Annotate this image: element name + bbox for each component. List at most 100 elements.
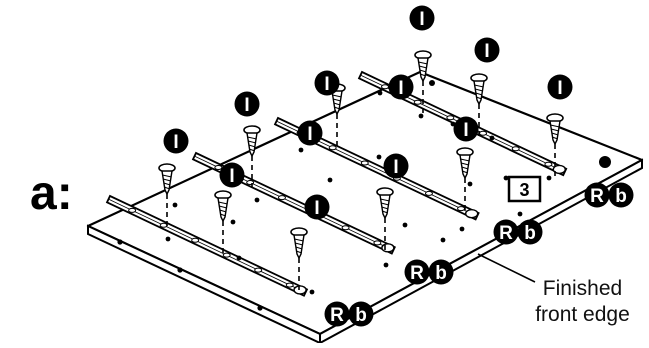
- pilot-hole: [298, 147, 304, 153]
- callout-line-2: front edge: [535, 303, 630, 326]
- screw-thread: [382, 210, 388, 214]
- pilot-hole: [546, 175, 552, 181]
- screw-thread: [162, 178, 172, 182]
- rail-groove: [108, 198, 306, 293]
- screw-thread: [418, 65, 428, 69]
- screw-part-letter: I: [398, 78, 403, 99]
- bracket-part-badge: [348, 301, 374, 327]
- screw-thread: [380, 198, 390, 202]
- rail-slot: [341, 225, 350, 231]
- rail-slot: [446, 115, 455, 121]
- rail-slot: [511, 146, 520, 152]
- step-number-box: 3: [507, 175, 542, 203]
- screw-thread: [476, 96, 482, 100]
- screw-thread: [162, 174, 172, 178]
- rail-slot: [479, 130, 488, 136]
- pilot-hole: [467, 181, 473, 187]
- rail-slot: [277, 195, 286, 201]
- screw-thread: [420, 73, 426, 77]
- screw-part-badge: [547, 74, 573, 100]
- screw-thread: [418, 61, 428, 65]
- screw-thread: [220, 213, 226, 217]
- screw-thread: [247, 140, 257, 144]
- pilot-hole: [309, 289, 315, 295]
- bracket-part-badge: [428, 259, 454, 285]
- screw-thread: [218, 201, 228, 205]
- screw-thread: [247, 136, 257, 140]
- front-edge-leader: [477, 253, 536, 283]
- screw-thread: [219, 209, 227, 213]
- screw-thread: [419, 69, 427, 73]
- screw-part-badge: [388, 74, 414, 100]
- rail-slot: [360, 160, 369, 166]
- pilot-hole: [402, 222, 408, 228]
- screw-thread: [475, 92, 483, 96]
- screw-part-letter: I: [324, 74, 329, 95]
- bracket-part-letter: b: [355, 305, 367, 326]
- bracket-part-badge: [608, 182, 634, 208]
- edge-hole: [117, 239, 123, 245]
- alignment-lines-layer: [166, 81, 556, 292]
- pilot-hole: [254, 197, 260, 203]
- screw-thread: [163, 182, 171, 186]
- screw-part-letter: I: [229, 166, 234, 187]
- pilot-hole: [377, 90, 383, 96]
- bracket-part-letter: b: [524, 223, 536, 244]
- screw-thread: [248, 144, 256, 148]
- pilot-hole: [418, 113, 424, 119]
- screw-part-badge: [297, 120, 323, 146]
- pilot-hole: [165, 236, 171, 242]
- pilot-hole: [236, 255, 242, 261]
- step-number: 3: [519, 180, 529, 200]
- pilot-hole: [517, 211, 523, 217]
- bracket-part-badge: [517, 219, 543, 245]
- screw-thread: [333, 102, 341, 106]
- screw-thread: [474, 84, 484, 88]
- pilot-hole: [383, 262, 389, 268]
- screw-thread: [334, 106, 340, 110]
- screw-thread: [552, 136, 558, 140]
- screw-thread: [295, 246, 303, 250]
- pilot-hole: [440, 237, 446, 243]
- screw-thread: [332, 98, 342, 102]
- rail-slot: [285, 282, 294, 288]
- panel-right-face: [319, 158, 643, 345]
- pilot-hole: [172, 202, 178, 208]
- screw-thread: [294, 238, 304, 242]
- bracket-part-letter: R: [330, 305, 344, 326]
- screw-part-letter: I: [484, 41, 489, 62]
- bracket-part-letter: b: [615, 186, 627, 207]
- screw-part-badge: [453, 116, 479, 142]
- screw-thread: [249, 148, 255, 152]
- edge-hole: [257, 305, 263, 311]
- screw-part-letter: I: [307, 124, 312, 145]
- rail-end-bracket: [552, 164, 566, 175]
- screw-part-letter: I: [463, 120, 468, 141]
- rail-slot: [214, 164, 223, 170]
- panel: [86, 70, 644, 345]
- pilot-hole: [489, 135, 495, 141]
- screw-thread: [164, 186, 170, 190]
- screw-part-badge: [383, 153, 409, 179]
- bracket-part-badge: [584, 182, 610, 208]
- screws-layer: [158, 50, 564, 260]
- rail-slot: [328, 145, 337, 151]
- callout-line-1: Finished: [542, 277, 623, 300]
- rail-slot: [544, 161, 553, 167]
- screw-part-badge: [304, 194, 330, 220]
- step-label: a:: [30, 167, 73, 220]
- screw-part-badge: [219, 162, 245, 188]
- bracket-part-badge: [324, 301, 350, 327]
- screw-thread: [551, 132, 559, 136]
- rail-slot: [457, 206, 466, 212]
- pilot-hole: [459, 226, 465, 232]
- rail-slot: [373, 240, 382, 246]
- screw-part-badge: [163, 128, 189, 154]
- pilot-holes-layer: [165, 90, 552, 295]
- pilot-hole: [230, 219, 236, 225]
- screw-part-badge: [409, 5, 435, 31]
- rail-slot: [222, 252, 231, 258]
